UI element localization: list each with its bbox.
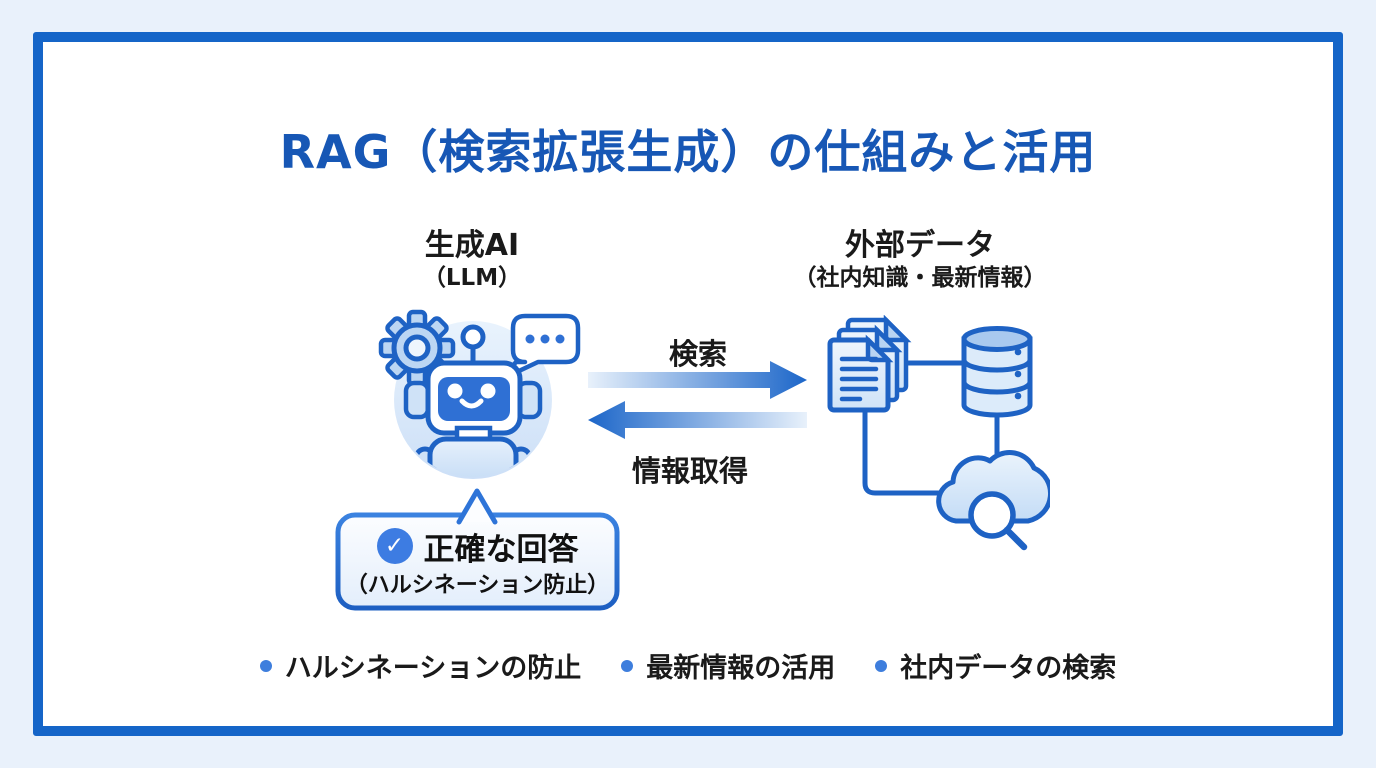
external-data-label: 外部データ （社内知識・最新情報） [752, 228, 1088, 294]
robot-face-screen [438, 377, 510, 421]
cloud-search-icon [936, 450, 1050, 524]
database-icon [961, 326, 1033, 418]
documents-icon [827, 315, 912, 413]
callout-subtitle: （ハルシネーション防止） [345, 573, 610, 598]
generative-ai-label-sub: （LLM） [422, 265, 522, 291]
benefit-item-hallucination: ハルシネーションの防止 [259, 646, 582, 685]
external-data-icons [827, 315, 1050, 551]
robot-eye-left [447, 383, 463, 399]
robot-eye-right [480, 383, 496, 399]
benefit-label: ハルシネーションの防止 [284, 653, 582, 684]
bullet-dot-icon [259, 659, 272, 672]
search-arrow-icon [588, 361, 807, 399]
callout-tail-fill [458, 490, 496, 522]
magnifier-icon [968, 491, 1028, 551]
robot-icon [378, 309, 581, 479]
callout-title: 正確な回答 [423, 531, 579, 568]
database-indicator-dots [1014, 348, 1022, 400]
speech-bubble-dots [525, 334, 565, 344]
generative-ai-label-main: 生成AI [424, 228, 520, 263]
benefit-label: 最新情報の活用 [646, 653, 836, 684]
gear-icon [378, 309, 456, 387]
callout-tail-outline [456, 488, 498, 525]
external-data-label-sub: （社内知識・最新情報） [793, 265, 1047, 291]
bullet-dot-icon [621, 659, 634, 672]
benefit-label: 社内データの検索 [900, 653, 1117, 684]
benefits-list: ハルシネーションの防止 最新情報の活用 社内データの検索 [0, 646, 1376, 685]
robot-smile [459, 398, 484, 409]
bullet-dot-icon [875, 659, 888, 672]
benefit-item-latest-info: 最新情報の活用 [621, 646, 835, 685]
checkmark-icon: ✓ [376, 528, 413, 564]
page-title: RAG（検索拡張生成）の仕組みと活用 [279, 125, 1097, 179]
retrieve-arrow-icon [588, 401, 807, 439]
external-data-label-main: 外部データ [845, 228, 995, 263]
benefit-item-internal-data: 社内データの検索 [875, 646, 1116, 685]
document-text-lines [839, 356, 879, 402]
search-arrow-label: 検索 [668, 337, 727, 371]
callout-title-row: ✓ 正確な回答 [340, 526, 615, 568]
exchange-arrows [588, 361, 807, 439]
generative-ai-label: 生成AI （LLM） [322, 228, 622, 294]
retrieve-arrow-label: 情報取得 [631, 454, 748, 488]
